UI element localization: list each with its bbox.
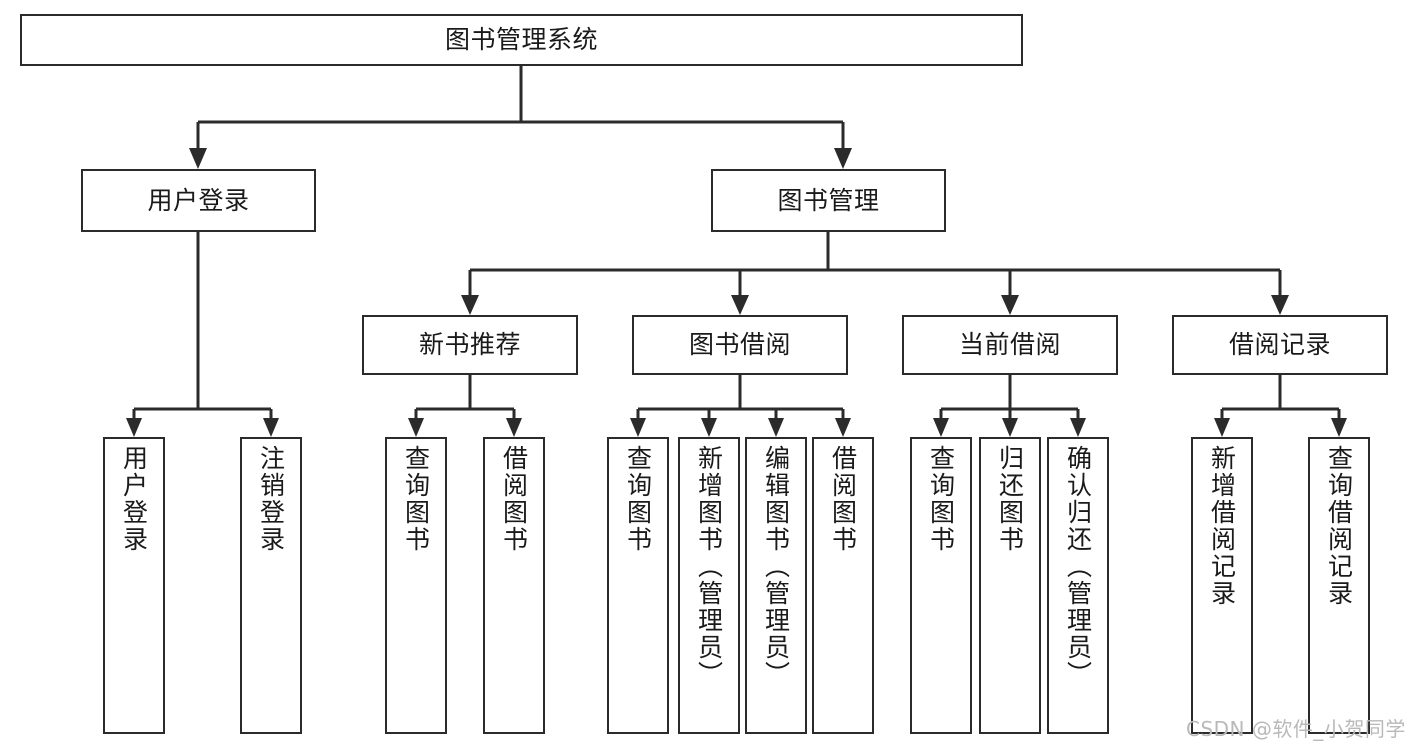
node-label: 图书借阅 xyxy=(688,330,791,360)
node-label: 查询图书 xyxy=(401,445,431,553)
node-current-borrow[interactable]: 当前借阅 xyxy=(902,315,1118,375)
node-leaf-borrow-book-recommend[interactable]: 借阅图书 xyxy=(483,437,545,734)
node-new-book-recommend[interactable]: 新书推荐 xyxy=(362,315,578,375)
node-leaf-query-book-current[interactable]: 查询图书 xyxy=(910,437,972,734)
node-book-management[interactable]: 图书管理 xyxy=(711,169,946,232)
node-leaf-logout[interactable]: 注销登录 xyxy=(240,437,302,734)
node-leaf-return-book[interactable]: 归还图书 xyxy=(979,437,1041,734)
node-borrow-record[interactable]: 借阅记录 xyxy=(1172,315,1388,375)
node-label: 查询图书 xyxy=(926,445,956,553)
node-label: 新书推荐 xyxy=(418,330,521,360)
node-leaf-user-login[interactable]: 用户登录 xyxy=(103,437,165,734)
node-user-login[interactable]: 用户登录 xyxy=(81,169,316,232)
node-leaf-edit-book-admin[interactable]: 编辑图书（管理员） xyxy=(745,437,807,734)
node-label: 图书管理系统 xyxy=(444,25,598,55)
node-leaf-add-borrow-record[interactable]: 新增借阅记录 xyxy=(1191,437,1253,734)
node-book-borrow[interactable]: 图书借阅 xyxy=(632,315,848,375)
node-label: 用户登录 xyxy=(147,185,250,215)
node-system-root[interactable]: 图书管理系统 xyxy=(20,14,1023,66)
node-label: 借阅图书 xyxy=(828,445,858,553)
node-label: 归还图书 xyxy=(995,445,1025,553)
watermark: CSDN @软件_小贺同学 xyxy=(1186,717,1405,741)
node-label: 查询图书 xyxy=(623,445,653,553)
node-label: 新增借阅记录 xyxy=(1207,445,1237,607)
node-leaf-query-borrow-record[interactable]: 查询借阅记录 xyxy=(1308,437,1370,734)
node-leaf-query-book-borrow[interactable]: 查询图书 xyxy=(607,437,669,734)
node-label: 借阅记录 xyxy=(1228,330,1331,360)
node-leaf-query-book-recommend[interactable]: 查询图书 xyxy=(385,437,447,734)
node-leaf-confirm-return-admin[interactable]: 确认归还（管理员） xyxy=(1047,437,1109,734)
node-label: 图书管理 xyxy=(777,185,880,215)
node-label: 注销登录 xyxy=(256,445,286,553)
node-leaf-add-book-admin[interactable]: 新增图书（管理员） xyxy=(678,437,740,734)
node-label: 确认归还（管理员） xyxy=(1063,445,1093,688)
node-label: 新增图书（管理员） xyxy=(694,445,724,688)
node-label: 当前借阅 xyxy=(958,330,1061,360)
node-leaf-borrow-book[interactable]: 借阅图书 xyxy=(812,437,874,734)
node-label: 用户登录 xyxy=(119,445,149,553)
node-label: 编辑图书（管理员） xyxy=(761,445,791,688)
node-label: 查询借阅记录 xyxy=(1324,445,1354,607)
node-label: 借阅图书 xyxy=(499,445,529,553)
